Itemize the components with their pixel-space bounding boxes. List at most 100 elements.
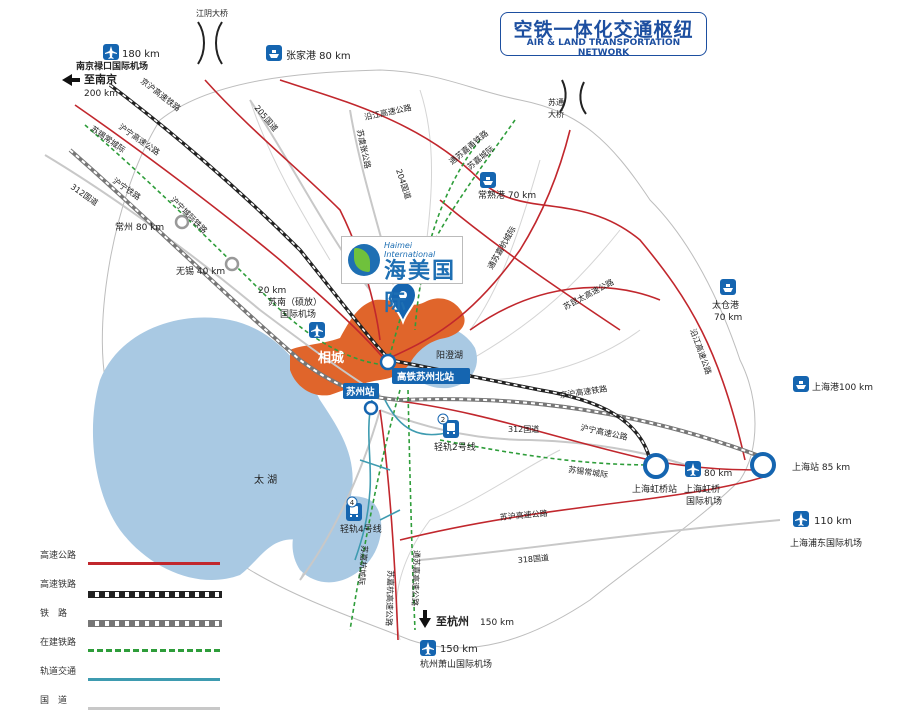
road-label: 苏沪高速公路 [499, 508, 548, 522]
hongqiao-airport-line2: 国际机场 [686, 495, 722, 507]
road-label: 通苏嘉高速公路 [410, 550, 422, 606]
legend-swatch [88, 620, 222, 627]
sutong-bridge-icon [559, 79, 587, 115]
ship-icon [266, 45, 282, 61]
airplane-icon [103, 44, 119, 60]
xiangcheng-label: 相城 [318, 350, 344, 366]
jiangyin-bridge-icon [197, 21, 223, 65]
legend-item: 轨道交通 [40, 664, 230, 694]
yangchenghu-label: 阳澄湖 [436, 349, 463, 361]
legend-swatch [88, 591, 222, 598]
light-rail-2-label: 轻轨2号线 [434, 441, 476, 453]
suzhou-north-station-marker[interactable] [379, 353, 397, 371]
ship-icon [720, 279, 736, 295]
suzhou-station-marker[interactable] [363, 400, 379, 416]
road-label: 京沪高速铁路 [139, 76, 183, 113]
legend-item: 国 道 [40, 693, 230, 723]
train-icon [346, 503, 362, 521]
nanjing-airport-dist: 180 km [122, 49, 160, 60]
road-label: 318国道 [517, 552, 549, 565]
pudong-airport-dist: 110 km [814, 516, 852, 527]
suzhou-north-station-tag[interactable] [392, 368, 470, 384]
to-nanjing-label: 至南京 [84, 72, 117, 86]
pudong-airport-name: 上海浦东国际机场 [790, 537, 862, 549]
ship-icon [793, 376, 809, 392]
taihu-label: 太 湖 [254, 473, 277, 486]
nanjing-dist-label: 200 km [84, 89, 118, 99]
line-2-badge [437, 413, 449, 425]
taihu-lake [92, 317, 353, 580]
legend-label: 高速铁路 [40, 580, 77, 590]
hangzhou-airport-dist: 150 km [440, 644, 478, 655]
suzhou-station-tag[interactable] [343, 383, 379, 399]
map-pin-icon[interactable] [388, 280, 418, 325]
changzhou-marker[interactable] [174, 214, 190, 230]
line-4-badge [346, 496, 358, 508]
nanjing-airport-name: 南京禄口国际机场 [76, 60, 148, 72]
arrow-icon [62, 74, 80, 86]
changshu-port-label: 常熟港 70 km [478, 189, 536, 201]
road-label: 苏嘉杭城际 [357, 545, 370, 586]
hangzhou-dist-label: 150 km [480, 618, 514, 628]
logo-zh: 海美国际 [384, 259, 457, 316]
highways [74, 79, 771, 641]
legend-item: 铁 路 [40, 606, 230, 636]
legend-item: 在建铁路 [40, 635, 230, 665]
legend-swatch [88, 649, 220, 652]
ship-icon [480, 172, 496, 188]
hongqiao-station-label: 上海虹桥站 [632, 483, 677, 495]
hongqiao-station-marker[interactable] [643, 453, 669, 479]
legend-swatch [88, 678, 220, 681]
train-icon [443, 420, 459, 438]
title-zh: 空铁一体化交通枢纽 [513, 19, 694, 41]
zhangjiagang-label: 张家港 80 km [286, 49, 351, 62]
line-2-number: 2 [441, 416, 445, 424]
logo-en: Haimei International [384, 241, 436, 259]
hongqiao-airport-dist: 80 km [704, 469, 732, 479]
airplane-icon [793, 511, 809, 527]
road-label: 312国道 [69, 181, 100, 207]
legend-swatch [88, 562, 220, 565]
to-hangzhou-label: 至杭州 [436, 614, 469, 628]
map-title: 空铁一体化交通枢纽 AIR & LAND TRANSPORTATION NETW… [500, 12, 707, 58]
arrow-icon [419, 610, 431, 628]
legend-label: 高速公路 [40, 551, 77, 561]
legend-swatch [88, 707, 220, 710]
sutong-bridge-label-1: 苏通 [548, 97, 564, 107]
line-4-number: 4 [350, 499, 355, 507]
jiangyin-bridge-label: 江阴大桥 [196, 8, 228, 18]
legend-item: 高速公路 [40, 548, 230, 578]
legend-label: 轨道交通 [40, 667, 77, 677]
wuxi-label: 无锡 40 km [176, 266, 225, 277]
logo-leaf [354, 248, 370, 272]
transit-lines [354, 399, 451, 561]
suzhou-north-station-label: 高铁苏州北站 [397, 371, 455, 383]
airplane-icon [309, 322, 325, 338]
sunan-airport-line1: 苏南（硕放） [268, 296, 322, 308]
hangzhou-airport-name: 杭州萧山国际机场 [420, 658, 492, 670]
shanghai-station-marker[interactable] [750, 452, 776, 478]
taicang-port-name: 太仓港 [712, 299, 739, 311]
hongqiao-airport-line1: 上海虹桥 [684, 483, 720, 495]
airplane-icon [420, 640, 436, 656]
road-label: 苏嘉杭高速公路 [384, 570, 396, 626]
sunan-airport-line2: 国际机场 [280, 308, 316, 320]
shanghai-port-label: 上海港100 km [812, 381, 873, 393]
wuxi-marker[interactable] [224, 256, 240, 272]
road-label: 312国道 [508, 424, 539, 434]
changzhou-label: 常州 80 km [115, 221, 164, 233]
legend-label: 国 道 [40, 696, 68, 706]
legend-label: 铁 路 [40, 609, 68, 619]
sutong-bridge-label-2: 大桥 [548, 109, 564, 119]
title-en: AIR & LAND TRANSPORTATION NETWORK [526, 38, 681, 58]
legend-label: 在建铁路 [40, 638, 77, 648]
suzhou-station-label: 苏州站 [346, 386, 375, 398]
airplane-icon [685, 461, 701, 477]
legend-item: 高速铁路 [40, 577, 230, 607]
shanghai-station-label: 上海站 85 km [792, 461, 850, 473]
light-rail-4-label: 轻轨4号线 [340, 523, 382, 535]
sunan-airport-dist: 20 km [258, 286, 286, 296]
district-boundary [249, 89, 641, 641]
taicang-port-dist: 70 km [714, 313, 742, 323]
